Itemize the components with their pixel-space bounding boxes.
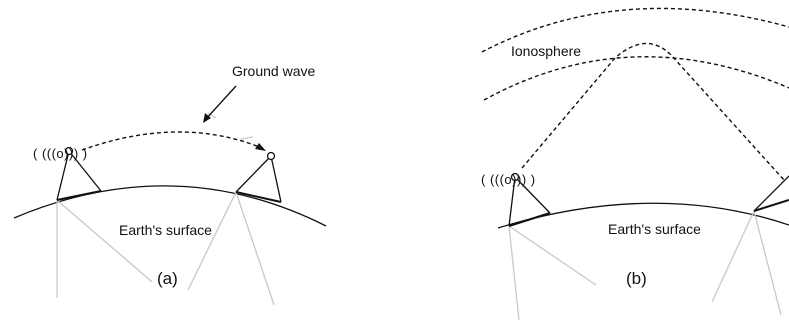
transmitter-antenna-b	[508, 172, 551, 227]
receiver-antenna-a	[235, 151, 282, 203]
ground-wave-pointer-arrowhead	[203, 113, 211, 123]
earth-surface-arc-a	[13, 185, 327, 227]
wave-tick-mark	[207, 112, 217, 119]
antenna-node	[266, 151, 276, 161]
earth-radius-line	[508, 225, 520, 321]
wave-tick-mark	[240, 136, 254, 140]
earth-radius-line	[235, 191, 275, 306]
earth-radius-line	[711, 210, 755, 303]
panel-caption-b: (b)	[626, 269, 647, 288]
earth-radius-line	[753, 210, 782, 316]
earth-surface-label-b: Earth's surface	[608, 221, 701, 237]
ground-wave-path	[81, 131, 263, 151]
panel-a: ( (((o))) ) Ground wave Earth's surface …	[13, 63, 327, 306]
panel-b: Ionosphere ( (((o))) ) Earth's surface (…	[481, 7, 789, 321]
ground-wave-pointer	[204, 85, 237, 121]
transmitter-antenna-a	[56, 146, 102, 201]
ionosphere-layer	[483, 56, 789, 101]
earth-radius-line	[508, 225, 597, 286]
radio-waves-icon: ( (((o))) )	[481, 172, 536, 187]
antenna-node	[64, 146, 74, 156]
radio-waves-icon: ( (((o))) )	[33, 146, 88, 161]
earth-radius-line	[187, 191, 237, 291]
ground-wave-label: Ground wave	[232, 63, 315, 79]
earth-surface-label-a: Earth's surface	[119, 222, 212, 238]
panel-caption-a: (a)	[157, 269, 178, 288]
earth-radius-line	[56, 199, 153, 283]
ground-wave-arrowhead	[255, 143, 266, 151]
ionosphere-label: Ionosphere	[511, 43, 581, 59]
receiver-antenna-b	[753, 175, 789, 212]
sky-wave-path	[521, 42, 785, 181]
antenna-node	[510, 172, 520, 182]
